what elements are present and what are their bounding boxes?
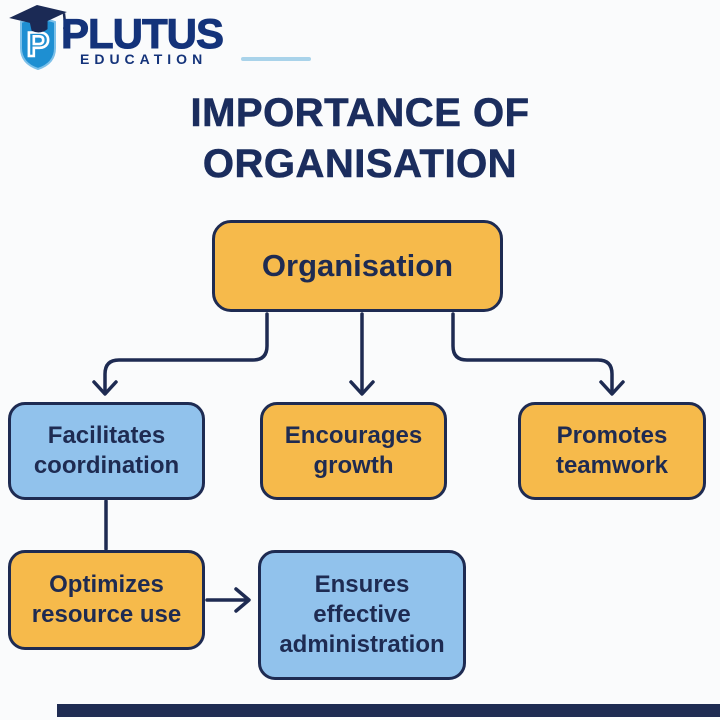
node-promotes-teamwork: Promotes teamwork	[518, 402, 706, 500]
node-encourages-growth: Encourages growth	[260, 402, 447, 500]
page-title-line2: ORGANISATION	[202, 141, 518, 186]
graduation-cap-icon	[9, 5, 68, 33]
node-ensures-effective-administration: Ensures effective administration	[258, 550, 466, 680]
arrowhead-ensures	[234, 587, 251, 613]
brand-tagline: EDUCATION	[80, 51, 208, 67]
edge-org-promotes	[451, 312, 614, 394]
header-accent-line	[241, 57, 311, 61]
arrowhead-encourages	[349, 380, 375, 396]
footer-bar	[57, 704, 720, 717]
node-optimizes-resource-use: Optimizes resource use	[8, 550, 205, 650]
page-title: IMPORTANCE OF ORGANISATION	[0, 88, 720, 190]
page-title-line1: IMPORTANCE OF	[190, 91, 530, 136]
node-organisation: Organisation	[212, 220, 503, 312]
node-facilitates-coordination: Facilitates coordination	[8, 402, 205, 500]
plutus-logo-icon: P	[9, 5, 68, 71]
brand-name: PLUTUS	[61, 10, 225, 58]
arrowhead-facilitates	[92, 380, 118, 396]
edge-org-facilitates	[103, 312, 269, 394]
shield-shape	[20, 17, 56, 71]
arrowhead-promotes	[599, 380, 625, 396]
